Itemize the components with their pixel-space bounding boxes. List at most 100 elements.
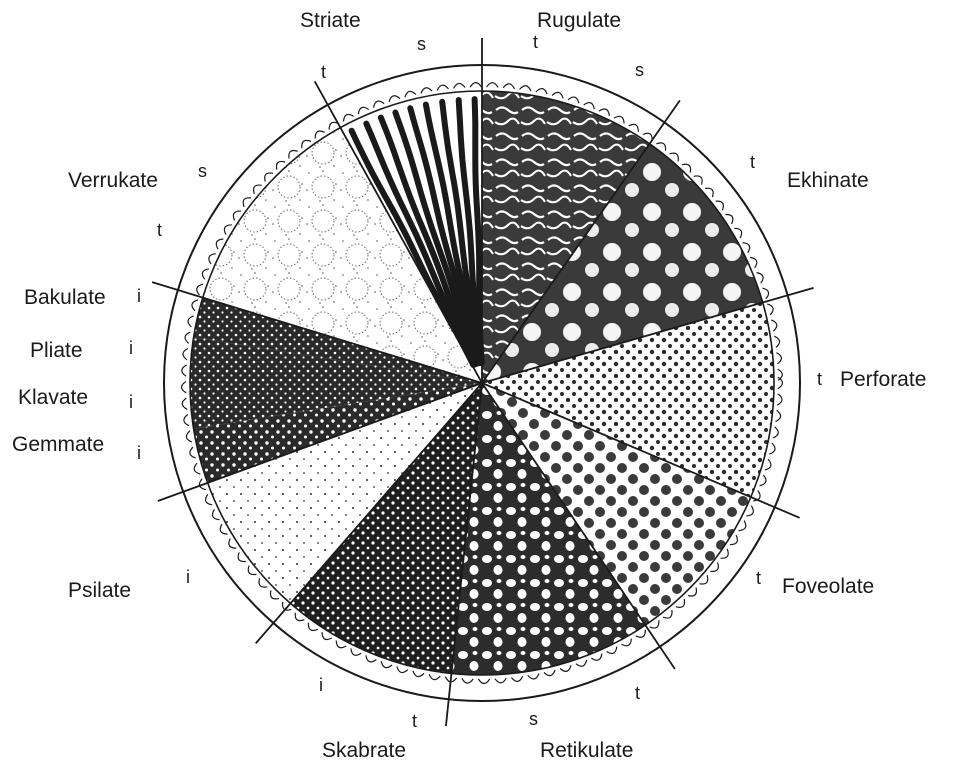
wall-columella: [413, 671, 424, 677]
wall-columella: [429, 674, 440, 679]
marker-verrukate-t: t: [157, 220, 162, 240]
label-ekhinate: Ekhinate: [787, 169, 869, 192]
label-psilate: Psilate: [68, 579, 131, 602]
wall-columella: [769, 443, 775, 454]
wall-columella: [437, 85, 448, 90]
marker-retikulate-t: t: [635, 683, 640, 703]
wall-columella: [185, 332, 190, 343]
wall-columella: [487, 83, 498, 88]
wall-columella: [503, 84, 514, 89]
wall-columella: [188, 316, 194, 327]
wall-columella: [478, 679, 489, 684]
wall-columella: [743, 243, 750, 253]
label-retikulate: Retikulate: [540, 739, 633, 762]
wall-columella: [765, 459, 771, 470]
wall-columella: [336, 641, 346, 648]
marker-psilate-i: i: [186, 567, 190, 587]
wall-columella: [760, 475, 766, 486]
wall-columella: [607, 647, 617, 654]
wall-columella: [568, 97, 579, 103]
wall-columella: [750, 257, 757, 267]
wall-columella: [762, 288, 768, 299]
marker-rugulate-t: t: [533, 32, 538, 52]
wall-columella: [190, 447, 196, 458]
wall-columella: [405, 91, 416, 97]
marker-bakulate-i: i: [137, 286, 141, 306]
label-verrukate: Verrukate: [68, 169, 158, 192]
wall-columella: [212, 510, 219, 520]
marker-retikulate-s: s: [529, 709, 538, 729]
wall-columella: [182, 382, 187, 393]
wall-columella: [599, 109, 609, 116]
wall-columella: [344, 114, 354, 121]
marker-striate-s: s: [417, 34, 426, 54]
wall-columella: [776, 353, 781, 364]
wall-columella: [739, 521, 746, 531]
label-rugulate: Rugulate: [537, 9, 621, 32]
wall-columella: [536, 89, 547, 95]
marker-gemmate-i: i: [137, 443, 141, 463]
wall-columella: [397, 667, 408, 673]
wall-columella: [777, 394, 782, 405]
wall-columella: [192, 300, 198, 311]
wall-columella: [614, 116, 624, 123]
label-striate: Striate: [300, 9, 361, 32]
wall-columella: [197, 284, 203, 295]
wall-columella: [182, 398, 187, 409]
wall-columella: [511, 676, 522, 681]
wall-columella: [462, 678, 473, 683]
wall-columella: [421, 88, 432, 94]
wall-columella: [776, 410, 781, 421]
wall-columella: [389, 96, 400, 102]
wall-columella: [381, 661, 392, 667]
wall-columella: [216, 239, 223, 249]
label-foveolate: Foveolate: [782, 575, 874, 598]
label-skabrate: Skabrate: [322, 739, 406, 762]
marker-verrukate-s: s: [198, 161, 207, 181]
wall-columella: [773, 427, 778, 438]
wall-columella: [576, 660, 587, 666]
wall-columella: [771, 320, 777, 331]
wall-columella: [778, 369, 783, 380]
wall-columella: [206, 494, 213, 504]
marker-klavate-i: i: [129, 392, 133, 412]
wall-columella: [351, 648, 361, 655]
wall-columella: [183, 349, 188, 360]
marker-skabrate-t: t: [412, 711, 417, 731]
label-bakulate: Bakulate: [24, 286, 106, 309]
wall-columella: [209, 254, 216, 264]
wall-columella: [358, 107, 368, 114]
marker-striate-t: t: [321, 62, 326, 82]
wall-columella: [552, 92, 563, 98]
wall-columella: [584, 103, 595, 110]
marker-rugulate-s: s: [635, 60, 644, 80]
marker-pliate-i: i: [129, 338, 133, 358]
wall-columella: [520, 86, 531, 91]
wall-columella: [774, 336, 779, 347]
wall-columella: [495, 678, 506, 683]
marker-perforate-t: t: [817, 369, 822, 389]
wall-columella: [202, 269, 209, 280]
wall-columella: [560, 665, 571, 671]
label-pliate: Pliate: [30, 339, 83, 362]
wall-columella: [591, 654, 602, 661]
wall-columella: [746, 506, 753, 516]
label-gemmate: Gemmate: [12, 433, 104, 456]
wall-columella: [374, 101, 385, 107]
marker-foveolate-t: t: [756, 568, 761, 588]
wall-columella: [767, 304, 773, 315]
marker-skabrate-i: i: [319, 675, 323, 695]
wall-columella: [757, 273, 764, 284]
wall-columella: [544, 670, 555, 676]
wall-columella: [470, 83, 481, 88]
label-perforate: Perforate: [840, 368, 926, 391]
wall-columella: [366, 655, 377, 662]
marker-ekhinate-t: t: [750, 152, 755, 172]
wall-columella: [182, 365, 187, 376]
wall-columella: [528, 674, 539, 679]
wall-columella: [194, 463, 200, 474]
wall-columella: [186, 431, 192, 442]
wall-columella: [184, 415, 189, 426]
wall-columella: [454, 83, 465, 88]
